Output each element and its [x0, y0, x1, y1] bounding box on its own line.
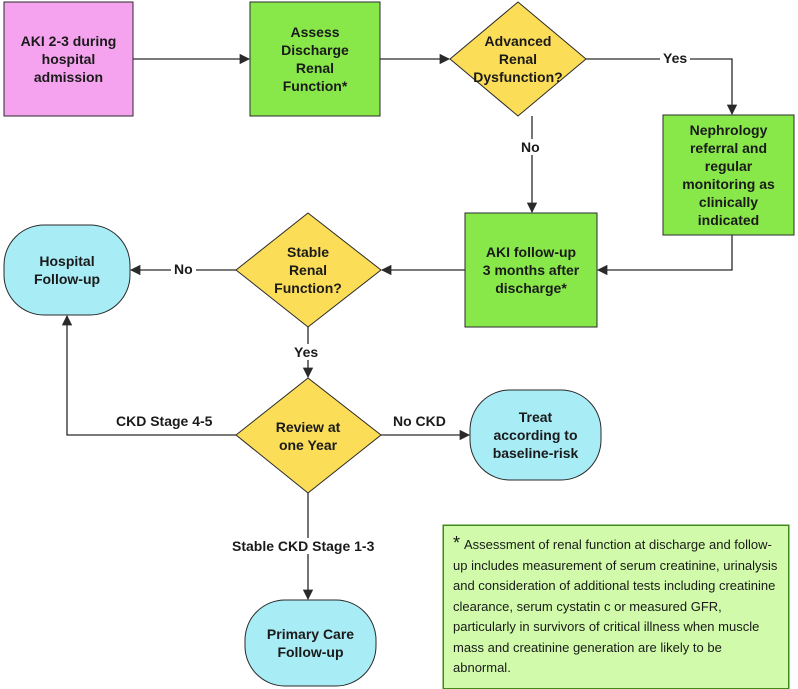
node-treat-baseline-label: Treat according to baseline-risk [492, 409, 579, 461]
edge-label-stable-ckd: Stable CKD Stage 1-3 [229, 538, 378, 554]
node-review-year-label: Review at one Year [275, 418, 341, 453]
edge-label-ckd-4-5: CKD Stage 4-5 [113, 413, 216, 429]
node-assess-discharge-label: Assess Discharge Renal Function* [281, 24, 349, 94]
edge-advanced-yes [586, 58, 738, 116]
node-advanced-dysfunction-shape [449, 1, 587, 117]
edge-label-yes-advanced: Yes [660, 50, 691, 66]
node-aki-followup-shape [464, 212, 598, 328]
node-primary-care-label: Primary Care Follow-up [266, 626, 355, 660]
node-advanced-dysfunction-label: Advanced Renal Dysfunction? [473, 33, 563, 85]
edge-label-no-advanced: No [518, 139, 543, 155]
node-stable-function-label: Stable Renal Function? [274, 244, 342, 296]
node-aki-admission-shape [3, 1, 134, 117]
footnote-marker: * [453, 533, 461, 553]
node-aki-admission-label: AKI 2-3 during hospital admission [20, 33, 117, 85]
edge-label-no-stable: No [171, 261, 196, 277]
node-assess-discharge-shape [249, 1, 381, 117]
footnote-text: Assessment of renal function at discharg… [453, 537, 778, 675]
edge-review-ckd-4-5 [61, 314, 236, 436]
edge-label-yes-stable: Yes [291, 344, 322, 360]
footnote-box: *Assessment of renal function at dischar… [443, 525, 789, 689]
node-nephrology-referral-shape [662, 114, 795, 236]
edge-nephrology-to-followup [596, 235, 733, 276]
node-nephrology-referral-label: Nephrology referral and regular monitori… [682, 122, 775, 228]
edge-label-no-ckd: No CKD [390, 413, 449, 429]
footnote-box-shape [442, 524, 790, 689]
node-hospital-followup-label: Hospital Follow-up [33, 253, 101, 287]
node-aki-followup-label: AKI follow-up 3 months after discharge* [482, 244, 580, 296]
